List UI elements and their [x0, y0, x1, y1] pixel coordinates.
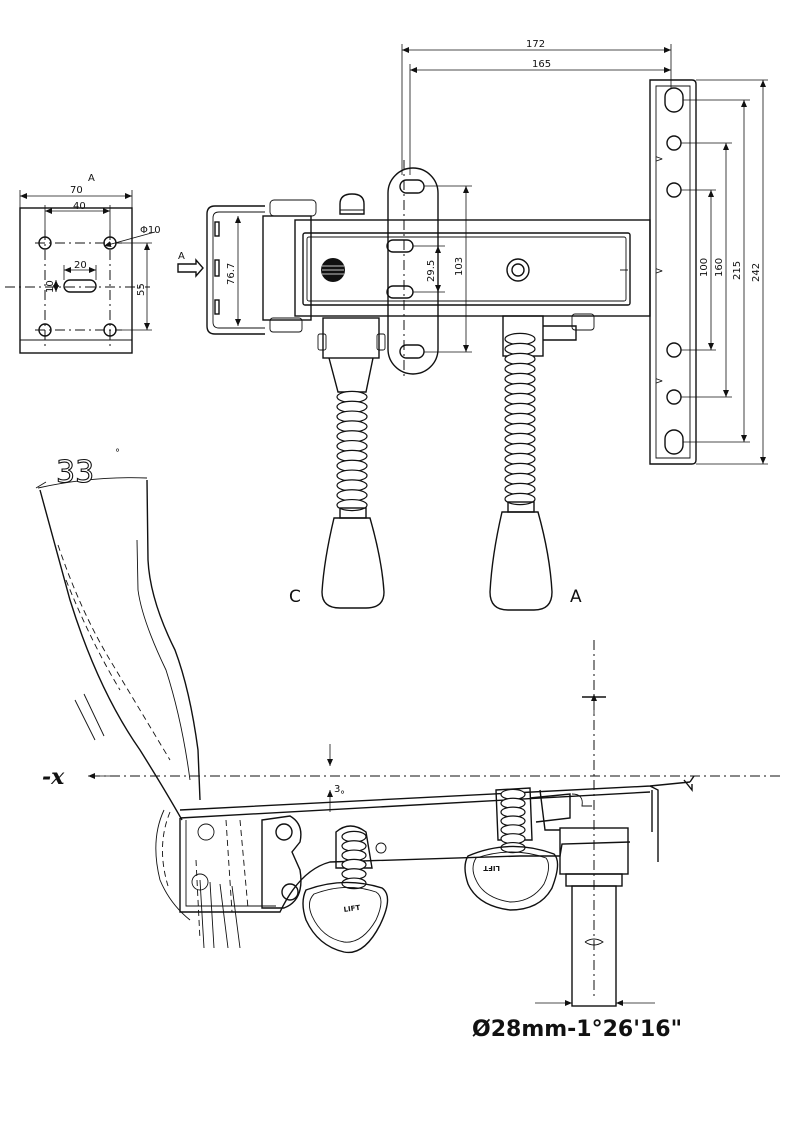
- tilt-angle-degree: °: [115, 448, 120, 459]
- lever-c-label: C: [289, 587, 301, 607]
- view-label-a: A: [88, 173, 95, 184]
- mounting-plate-view: 70 40 Φ10 20 10 55 A: [5, 173, 161, 354]
- dim-20: 20: [74, 260, 87, 271]
- mechanism-plan-view: A 76.7: [177, 39, 768, 611]
- dim-29-5: 29.5: [426, 260, 437, 282]
- spring-coil: [336, 498, 368, 512]
- dim-10: 10: [45, 280, 56, 293]
- dim-40: 40: [73, 201, 86, 212]
- dim-165: 165: [532, 59, 551, 70]
- svg-text:>: >: [655, 154, 663, 165]
- dim-phi10: Φ10: [140, 225, 161, 236]
- small-angle-value: 3: [334, 784, 340, 795]
- dim-242: 242: [751, 263, 762, 282]
- dim-172: 172: [526, 39, 545, 50]
- tilt-angle-value: 33: [56, 455, 94, 490]
- dim-100: 100: [699, 258, 710, 277]
- axis-label-x: -x: [42, 764, 65, 790]
- spring-coil: [500, 841, 526, 854]
- knob-logo-right: LIFT: [483, 864, 500, 872]
- dim-70: 70: [70, 185, 83, 196]
- lever-a: A: [489, 313, 595, 611]
- dim-215: 215: [732, 261, 743, 280]
- knob-logo-left: LIFT: [343, 904, 361, 914]
- cylinder-caption: Ø28mm-1°26'16": [472, 1017, 682, 1042]
- mechanism-side-view: 33 ° -x 3 °: [35, 448, 780, 1042]
- arrow-a-label: A: [178, 251, 185, 262]
- spring-coil: [504, 492, 536, 506]
- small-angle-degree: °: [340, 790, 345, 801]
- svg-text:>: >: [655, 376, 663, 387]
- svg-text:>: >: [655, 266, 663, 277]
- dim-103: 103: [454, 257, 465, 276]
- lever-a-label: A: [570, 587, 582, 607]
- dim-55: 55: [136, 283, 147, 296]
- dim-76-7: 76.7: [226, 263, 237, 285]
- dim-160: 160: [714, 258, 725, 277]
- lever-c: C: [289, 317, 386, 609]
